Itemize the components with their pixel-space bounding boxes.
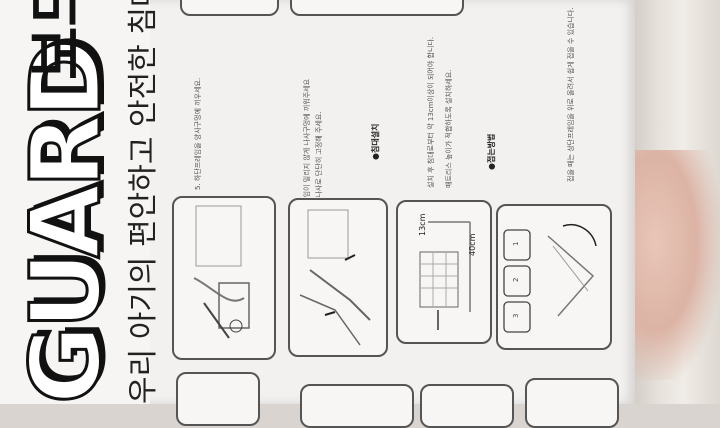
panel-fold-illustration [496,204,612,350]
brand-band [0,0,150,404]
step5-illustration [193,205,250,339]
panel-bottom-1 [176,372,260,426]
hand [628,150,720,380]
install-heading: ●침대설치 [371,123,380,160]
panel-top-2 [290,0,464,16]
brand-logo: GUARD [9,41,124,406]
fold-text-1: 접을 때는 상단프레임을 위로 올려서 쉽게 접을 수 있습니다. [567,7,575,182]
panel-top-1 [180,0,279,16]
slogan: 우리 아기의 편안하고 안전한 침대지킴 [126,0,161,404]
fold-illustration [503,224,597,333]
step6-illustration [299,209,371,346]
step5-caption: 5. 하단프레임을 양사구멍에 끼우세요. [194,77,202,190]
panel-step5-illustration [172,196,276,360]
package-box: GUARD 보드 우리 아기의 편안하고 안전한 침대지킴 5. 하단프레임을 … [0,0,635,428]
install-illustration [419,221,471,330]
fold-heading: ●접는방법 [487,133,496,170]
install-text-1: 설치 후 침대로부터 약 13cm이상이 되어야 합니다. [427,36,435,188]
panel-bottom-3 [420,384,514,428]
fold-step-3: 3 [512,313,520,318]
brand-korean: 보드 [23,0,91,80]
measurement-13cm: 13cm [418,213,427,236]
install-text-2: 매트리스 높이가 적합하도록 설치하세요. [445,69,453,188]
fold-step-1: 1 [512,241,520,246]
panel-install-illustration [396,200,492,344]
panel-step6-illustration [288,198,388,357]
measurement-40cm: 40cm [468,233,477,256]
panel-bottom-4 [525,378,619,428]
fold-step-2: 2 [512,277,520,282]
panel-bottom-2 [300,384,414,428]
